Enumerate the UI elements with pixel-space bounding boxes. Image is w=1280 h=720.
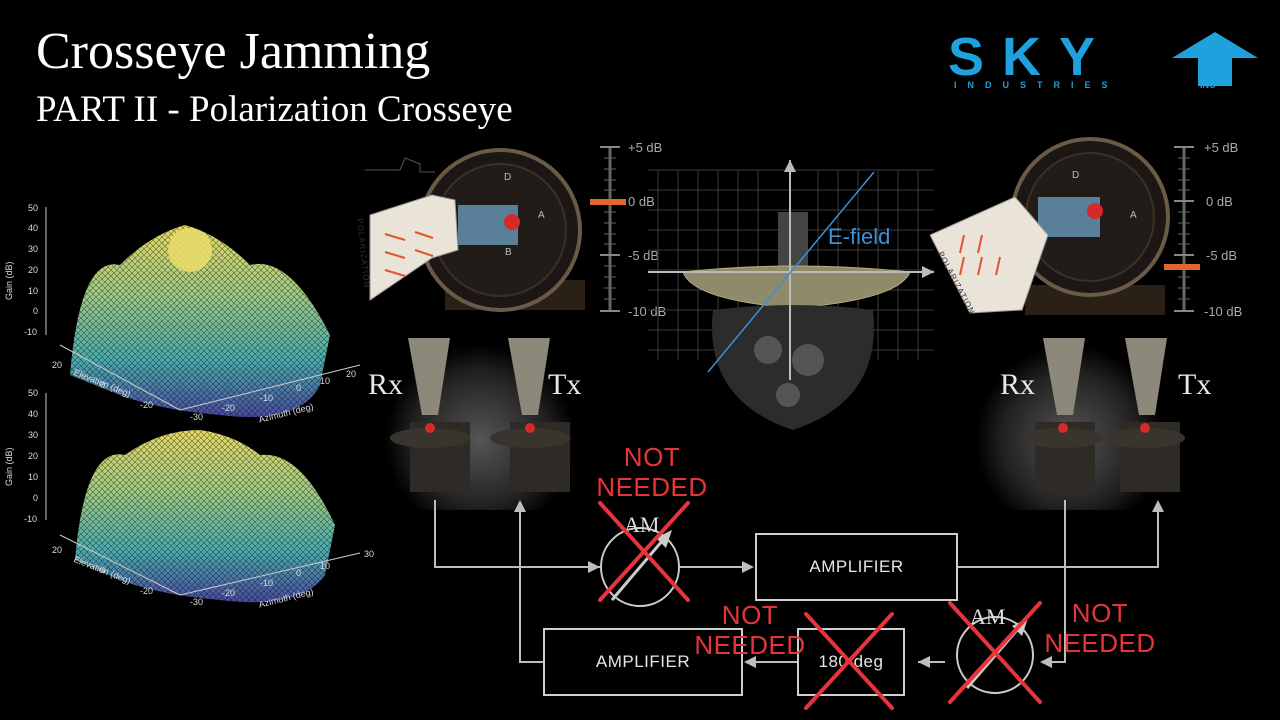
elevation-tick: 20	[52, 545, 63, 555]
efield-label: E-field	[828, 224, 891, 249]
gain-tick: 50	[28, 388, 39, 398]
gain-tick: 30	[28, 244, 39, 254]
azimuth-tick: 20	[346, 369, 357, 379]
right-gain-gauge	[1164, 145, 1202, 315]
gain-marker	[590, 198, 626, 205]
plot2-axes	[45, 393, 361, 596]
azimuth-tick: 0	[296, 383, 302, 393]
am-label-bottom: AM	[970, 604, 1006, 629]
not-needed-label-2: NOT NEEDED	[694, 600, 806, 660]
gain-marker	[1164, 264, 1200, 271]
gain-tick: 40	[28, 223, 39, 233]
gain-tick: -10	[24, 514, 38, 524]
am-modulator-top	[600, 527, 680, 607]
left-horn-antenna	[365, 148, 585, 312]
dial-mark: A	[538, 210, 545, 221]
elevation-tick: -20	[140, 400, 154, 410]
amplifier-bottom: AMPLIFIER	[543, 628, 743, 696]
gauge-tick: 0 dB	[628, 194, 655, 209]
azimuth-tick: -20	[222, 403, 236, 413]
am-label-top: AM	[624, 512, 660, 537]
page-subtitle: PART II - Polarization Crosseye	[36, 89, 513, 130]
gain-tick: 0	[33, 493, 39, 503]
sky-industries-logo: SKY INDUSTRIES INC	[948, 30, 1258, 92]
amplifier-top: AMPLIFIER	[755, 533, 958, 601]
gauge-tick: +5 dB	[1204, 140, 1239, 155]
not-needed-label-1: NOT NEEDED	[596, 442, 708, 502]
rx-label-left: Rx	[368, 368, 404, 401]
plot1-axes	[45, 207, 361, 411]
gauge-tick: -5 dB	[628, 248, 660, 263]
cross-am-bottom-b	[948, 601, 1042, 704]
dial-mark: A	[1130, 210, 1137, 221]
logo-subtext: INDUSTRIES	[954, 80, 1119, 90]
center-polarization-view	[648, 160, 934, 430]
azimuth-tick: 0	[296, 568, 302, 578]
gauge-tick: -5 dB	[1206, 248, 1238, 263]
gain-tick: 40	[28, 409, 39, 419]
not-needed-label-3: NOT NEEDED	[1044, 598, 1156, 658]
cross-phase-b	[804, 612, 894, 710]
gain-mesh-2	[75, 430, 335, 603]
logo-inc: INC	[1200, 80, 1216, 90]
right-horn-antenna	[930, 137, 1170, 315]
azimuth-tick: -30	[190, 412, 204, 422]
dial-mark: D	[1072, 170, 1080, 181]
gain-tick: 10	[28, 286, 39, 296]
dial-mark: B	[505, 247, 512, 258]
gain-tick: 20	[28, 265, 39, 275]
gain-tick: 30	[28, 430, 39, 440]
gain-tick: -10	[24, 327, 38, 337]
azimuth-tick: 10	[320, 561, 331, 571]
gauge-tick: -10 dB	[628, 304, 667, 319]
gain-tick: 50	[28, 203, 39, 213]
left-antenna-pair	[385, 338, 575, 510]
azimuth-tick: -30	[190, 597, 204, 607]
elevation-tick: 0	[100, 565, 106, 575]
gain-tick: 20	[28, 451, 39, 461]
rx-label-right: Rx	[1000, 368, 1036, 401]
elevation-tick: 20	[52, 360, 63, 370]
tx-label-right: Tx	[1178, 368, 1212, 401]
logo-text: SKY	[948, 27, 1114, 87]
arrow-up-icon	[1172, 32, 1258, 86]
elevation-tick: -20	[140, 586, 154, 596]
gain-plots	[45, 207, 361, 603]
gain-tick: 10	[28, 472, 39, 482]
cross-am-top-b	[598, 501, 690, 602]
page-title: Crosseye Jamming	[36, 23, 431, 80]
azimuth-tick: -10	[260, 393, 274, 403]
azimuth-tick: 30	[364, 549, 375, 559]
gauge-tick: 0 dB	[1206, 194, 1233, 209]
dial-mark: D	[504, 172, 512, 183]
azimuth-tick: -10	[260, 578, 274, 588]
azimuth-tick: -20	[222, 588, 236, 598]
left-gain-gauge	[590, 145, 628, 315]
tx-label-left: Tx	[548, 368, 582, 401]
elevation-tick: 0	[100, 380, 106, 390]
gauge-tick: +5 dB	[628, 140, 663, 155]
azimuth-tick: 10	[320, 376, 331, 386]
right-antenna-pair	[975, 338, 1185, 510]
gain-tick: 0	[33, 306, 39, 316]
gain-mesh-1	[70, 225, 330, 417]
gauge-tick: -10 dB	[1204, 304, 1243, 319]
